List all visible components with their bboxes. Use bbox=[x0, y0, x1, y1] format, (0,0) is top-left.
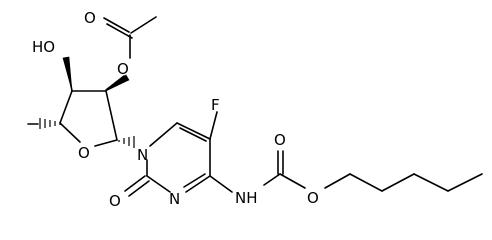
n3-label: N bbox=[169, 190, 180, 208]
bond-ring-o-c1 bbox=[94, 139, 118, 147]
hash-c1-n1 bbox=[118, 136, 135, 148]
bond-c4-n3-inner bbox=[183, 173, 206, 188]
fluorine-label: F bbox=[211, 96, 220, 114]
bond-c1-c2 bbox=[105, 90, 118, 141]
ring-carbonyl-oxygen-label: O bbox=[109, 192, 121, 210]
bond-carbonyl-ester-o bbox=[279, 173, 306, 189]
bond-acetyl-methyl bbox=[130, 16, 157, 34]
bond-c5-f bbox=[209, 111, 218, 140]
carbamate-nh-label: NH bbox=[235, 189, 258, 207]
bond-c3-c4 bbox=[59, 90, 73, 124]
bond-c6-c5-inner bbox=[179, 127, 207, 142]
bond-c4-n3 bbox=[185, 175, 211, 193]
bond-c2-o-double-a bbox=[124, 175, 146, 192]
n1-label: N bbox=[137, 146, 148, 164]
ring-oxygen-label: O bbox=[78, 144, 90, 162]
bond-n3-c2 bbox=[146, 175, 171, 193]
bond-chain-3 bbox=[413, 173, 449, 192]
structure-canvas: O O HO O N F O O N NH O bbox=[27, 9, 483, 210]
bond-chain-1 bbox=[349, 173, 383, 192]
bond-acetyl-co-double-a bbox=[103, 17, 130, 33]
bond-c4-ring-o bbox=[59, 122, 81, 143]
bond-c2-o-double-b bbox=[128, 180, 150, 197]
bond-chain-2 bbox=[381, 173, 415, 192]
chemical-structure-diagram: O O HO O N F O O N NH O bbox=[27, 9, 483, 210]
wedge-c2-o bbox=[105, 74, 130, 92]
acetyl-ester-oxygen-label: O bbox=[117, 60, 129, 78]
bond-chain-4 bbox=[447, 173, 483, 192]
bond-o-c2 bbox=[105, 75, 125, 91]
bond-n1-c6 bbox=[149, 122, 178, 147]
carbamate-carbonyl-oxygen-label: O bbox=[274, 131, 286, 149]
bond-nh-carbonyl bbox=[263, 173, 281, 186]
wedge-c3-ho bbox=[62, 56, 73, 92]
bond-acetyl-co-double-b bbox=[106, 23, 133, 39]
bond-ester-o-ch2 bbox=[324, 173, 351, 189]
hydroxyl-label: HO bbox=[32, 38, 55, 56]
carbamate-ester-oxygen-label: O bbox=[307, 189, 319, 207]
acetyl-carbonyl-oxygen-label: O bbox=[84, 9, 96, 27]
hash-c4-methyl bbox=[39, 118, 61, 129]
bond-c4-nh bbox=[209, 175, 233, 193]
bond-c6-c5 bbox=[176, 122, 211, 140]
